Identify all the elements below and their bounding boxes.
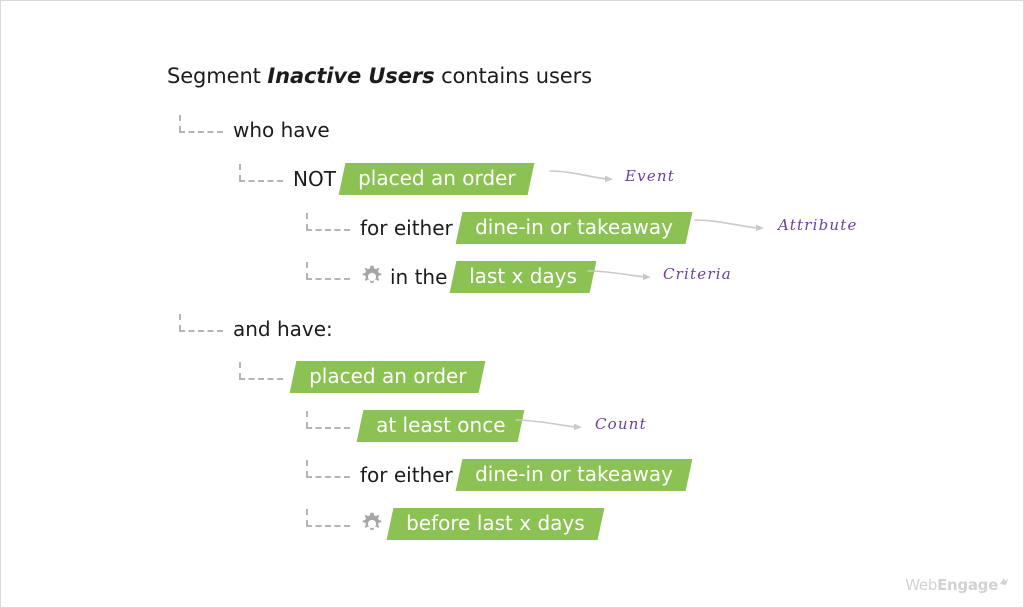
annotation-label: Attribute: [778, 216, 858, 234]
tree-row-at-least-once: at least once: [306, 409, 525, 443]
annotation-count: Count: [515, 415, 647, 433]
annotation-label: Event: [625, 167, 675, 185]
tree-row-for-either-2: for either dine-in or takeaway: [306, 458, 693, 492]
tree-connector: [306, 509, 352, 539]
row-label: who have: [233, 118, 330, 142]
row-label: in the: [390, 265, 448, 289]
annotation-arrow-icon: [515, 419, 582, 430]
row-label: for either: [360, 216, 453, 240]
chip-label: at least once: [376, 413, 506, 437]
chip-attribute-2[interactable]: dine-in or takeaway: [455, 459, 693, 491]
tree-row-placed-an-order: placed an order: [239, 360, 486, 394]
title-prefix: Segment: [167, 64, 268, 88]
tree-connector: [306, 262, 352, 292]
tree-connector: [306, 460, 352, 490]
title-segment-name: Inactive Users: [267, 64, 435, 88]
logo-text-ngage: ngage: [947, 576, 998, 594]
tree-connector: [306, 411, 352, 441]
chip-event-2[interactable]: placed an order: [289, 361, 486, 393]
gear-icon[interactable]: [360, 265, 384, 289]
annotation-label: Criteria: [663, 265, 732, 283]
annotation-arrow-icon: [549, 170, 613, 182]
annotation-arrow-icon: [694, 219, 764, 231]
chip-label: placed an order: [358, 166, 516, 190]
chip-label: last x days: [469, 264, 578, 288]
tree-row-and-have: and have:: [179, 312, 333, 346]
tree-row-in-the-last-x-days: in the last x days: [306, 260, 597, 294]
row-label: for either: [360, 463, 453, 487]
row-label: NOT: [293, 167, 336, 191]
logo-text-web: Web: [905, 576, 938, 594]
tree-connector: [239, 362, 285, 392]
annotation-arrow-icon: [587, 270, 651, 280]
gear-icon[interactable]: [360, 512, 384, 536]
chip-label: placed an order: [309, 364, 467, 388]
chip-event[interactable]: placed an order: [338, 163, 535, 195]
tree-row-who-have: who have: [179, 113, 330, 147]
chip-criteria-2[interactable]: before last x days: [386, 508, 604, 540]
chip-attribute[interactable]: dine-in or takeaway: [455, 212, 693, 244]
tree-connector: [179, 314, 225, 344]
tree-connector: [179, 115, 225, 145]
annotation-criteria: Criteria: [587, 265, 732, 283]
chip-criteria[interactable]: last x days: [450, 261, 597, 293]
tree-row-not-placed-an-order: NOT placed an order: [239, 162, 535, 196]
logo-text-e: E: [937, 576, 948, 594]
logo-mark-icon: [1000, 578, 1008, 585]
tree-connector: [306, 213, 352, 243]
tree-connector: [239, 164, 285, 194]
page-title: Segment Inactive Users contains users: [167, 64, 592, 88]
chip-count[interactable]: at least once: [356, 410, 525, 442]
tree-row-before-last-x-days: before last x days: [306, 507, 604, 541]
annotation-attribute: Attribute: [694, 216, 858, 234]
title-suffix: contains users: [434, 64, 593, 88]
chip-label: before last x days: [406, 511, 585, 535]
row-label: and have:: [233, 317, 333, 341]
chip-label: dine-in or takeaway: [474, 462, 673, 486]
tree-row-for-either-1: for either dine-in or takeaway: [306, 211, 693, 245]
chip-label: dine-in or takeaway: [474, 215, 673, 239]
annotation-label: Count: [595, 415, 647, 433]
annotation-event: Event: [549, 167, 675, 185]
